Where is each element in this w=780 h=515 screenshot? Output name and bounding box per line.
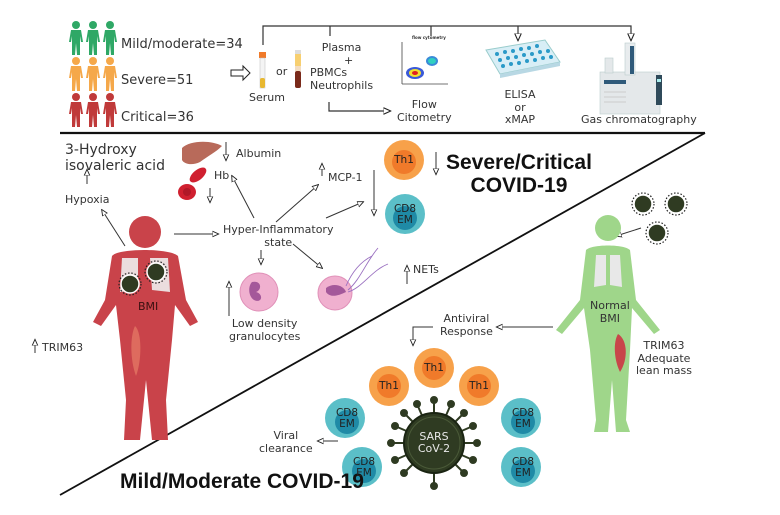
virus-particle-icon bbox=[645, 221, 669, 245]
hb-label: Hb bbox=[214, 169, 230, 182]
th1-cell-mild bbox=[459, 366, 499, 406]
hypoxia-label: Hypoxia bbox=[65, 193, 110, 206]
or-label: or bbox=[276, 65, 288, 78]
th1-cell-severe bbox=[384, 140, 424, 180]
cohort-icons-severe bbox=[69, 57, 117, 91]
cohort-icons-mild bbox=[69, 21, 117, 55]
viral-clearance-label: Viral clearance bbox=[259, 429, 313, 455]
mild-patient-figure bbox=[556, 215, 660, 432]
plasma-tube-icon bbox=[295, 50, 301, 88]
low-density-granulocyte bbox=[239, 272, 279, 312]
cd8-label: CD8 EM bbox=[393, 203, 417, 227]
cd8-cell-mild bbox=[325, 398, 365, 438]
flow-plot-title: flow cytometry bbox=[412, 35, 446, 40]
cd8-cell-mild bbox=[501, 398, 541, 438]
serum-label: Serum bbox=[249, 91, 285, 104]
trim63-lean-mass-label: TRIM63 Adequate lean mass bbox=[636, 339, 692, 378]
cohort-critical-label: Critical=36 bbox=[121, 110, 194, 125]
ldg-label: Low density granulocytes bbox=[229, 317, 301, 343]
liver-icon bbox=[182, 141, 222, 165]
neutrophil-net bbox=[317, 247, 389, 311]
flow-cytometry-label: Flow Citometry bbox=[397, 98, 452, 124]
mcp1-label: MCP-1 bbox=[328, 171, 363, 184]
cohort-severe-label: Severe=51 bbox=[121, 73, 194, 88]
severe-section-title: Severe/Critical COVID-19 bbox=[446, 151, 592, 198]
metabolite-label: 3-Hydroxy isovaleric acid bbox=[65, 142, 165, 175]
severe-patient-figure bbox=[93, 216, 198, 440]
mild-section-title: Mild/Moderate COVID-19 bbox=[120, 470, 364, 493]
trim63-high-label: TRIM63 bbox=[42, 341, 84, 354]
serum-tube-icon bbox=[259, 52, 266, 89]
th1-label: Th1 bbox=[469, 380, 489, 392]
virus-particle-icon bbox=[664, 192, 688, 216]
elisa-label: ELISA or xMAP bbox=[504, 88, 536, 127]
cd8-cell-severe bbox=[385, 194, 425, 234]
th1-cell-mild bbox=[369, 366, 409, 406]
cd8-cell-mild bbox=[501, 447, 541, 487]
normal-bmi-label: Normal BMI bbox=[590, 299, 630, 325]
sars-cov-2-virus bbox=[387, 396, 481, 490]
flow-cytometry-plot bbox=[401, 42, 448, 85]
antiviral-response-label: Antiviral Response bbox=[440, 312, 493, 338]
sars-cov-2-label: SARS CoV-2 bbox=[417, 430, 451, 456]
plasma-label: Plasma + PBMCs Neutrophils bbox=[310, 41, 374, 92]
cohort-icons-critical bbox=[69, 93, 117, 127]
th1-label: Th1 bbox=[379, 380, 399, 392]
cohort-mild-label: Mild/moderate=34 bbox=[121, 37, 243, 52]
rbc-icon bbox=[189, 167, 207, 183]
gas-chromatograph-icon bbox=[599, 42, 662, 115]
hyper-inflammatory-label: Hyper-Inflammatory state bbox=[223, 223, 334, 249]
virus-particle-icon bbox=[631, 192, 655, 216]
elisa-plate-icon bbox=[485, 39, 561, 78]
gas-chromatography-label: Gas chromatography bbox=[581, 113, 697, 126]
nets-label: NETs bbox=[413, 263, 439, 276]
th1-label: Th1 bbox=[394, 154, 414, 166]
muscle-icon bbox=[614, 334, 626, 372]
th1-label: Th1 bbox=[424, 362, 444, 374]
th1-cell-mild bbox=[414, 348, 454, 388]
hollow-arrow-icon bbox=[230, 64, 251, 82]
cd8-cell-mild bbox=[342, 447, 382, 487]
albumin-label: Albumin bbox=[236, 147, 282, 160]
bmi-high-label: BMI bbox=[138, 300, 159, 313]
assay-bracket bbox=[262, 25, 631, 111]
